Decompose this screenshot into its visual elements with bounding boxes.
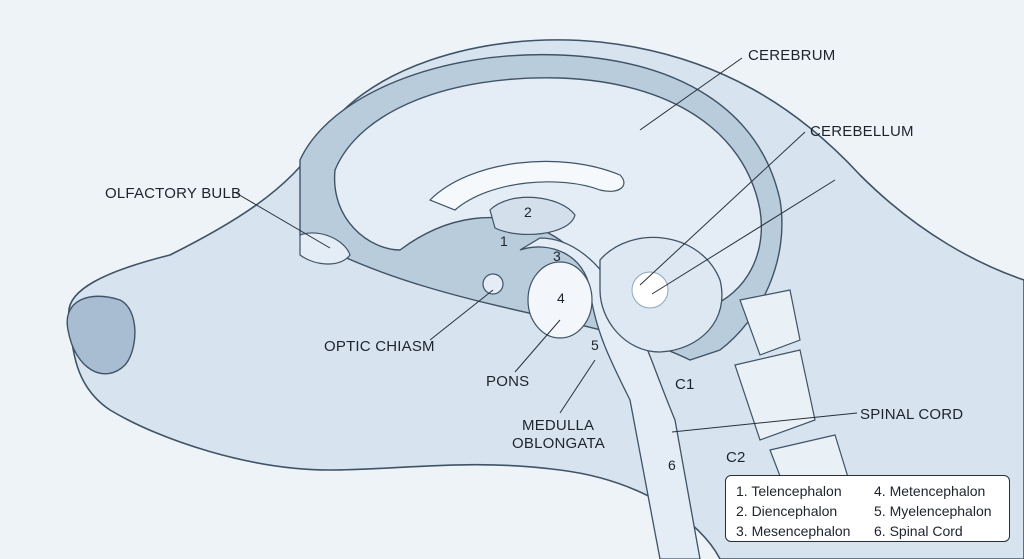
label-spinal-cord: SPINAL CORD (860, 406, 963, 423)
legend-item-telencephalon: 1. Telencephalon (736, 483, 842, 499)
diencephalon (489, 196, 576, 235)
vertebra-c2 (734, 349, 816, 441)
vertebra-c1 (739, 289, 801, 356)
region-number-5: 5 (591, 337, 599, 353)
leader-cerebellum-2 (651, 179, 836, 295)
nose (66, 295, 136, 375)
legend-item-mesencephalon: 3. Mesencephalon (736, 523, 851, 539)
corpus-callosum (428, 160, 625, 211)
label-cerebellum: CEREBELLUM (810, 123, 914, 140)
leader-cerebrum (639, 57, 743, 131)
legend-item-diencephalon: 2. Diencephalon (736, 503, 838, 519)
leader-spinal-cord (671, 412, 858, 433)
label-medulla-line1: MEDULLA (522, 417, 594, 434)
legend-box: 1. Telencephalon 4. Metencephalon 2. Die… (725, 475, 1010, 542)
leader-olfactory-bulb (235, 192, 331, 249)
legend-item-spinal-cord: 6. Spinal Cord (874, 523, 963, 539)
label-optic-chiasm: OPTIC CHIASM (324, 338, 435, 355)
legend-item-metencephalon: 4. Metencephalon (874, 483, 986, 499)
region-number-2: 2 (524, 204, 532, 220)
region-number-4: 4 (557, 290, 565, 306)
leader-cerebellum (639, 131, 806, 286)
label-pons: PONS (486, 373, 529, 390)
arbor-vitae (631, 271, 669, 309)
olfactory-bulb (299, 232, 351, 265)
label-medulla-line2: OBLONGATA (512, 435, 605, 452)
brainstem (519, 237, 701, 559)
leader-pons (514, 319, 561, 373)
label-olfactory-bulb: OLFACTORY BULB (105, 185, 241, 202)
leader-optic-chiasm (429, 289, 494, 341)
label-c2: C2 (726, 449, 746, 466)
region-number-1: 1 (500, 233, 508, 249)
label-cerebrum: CEREBRUM (748, 47, 835, 64)
region-number-3: 3 (553, 248, 561, 264)
label-c1: C1 (675, 376, 695, 393)
legend-item-myelencephalon: 5. Myelencephalon (874, 503, 992, 519)
leader-medulla (559, 359, 596, 414)
pons-shape (527, 261, 593, 339)
region-number-6: 6 (668, 457, 676, 473)
optic-chiasm-shape (482, 273, 504, 295)
